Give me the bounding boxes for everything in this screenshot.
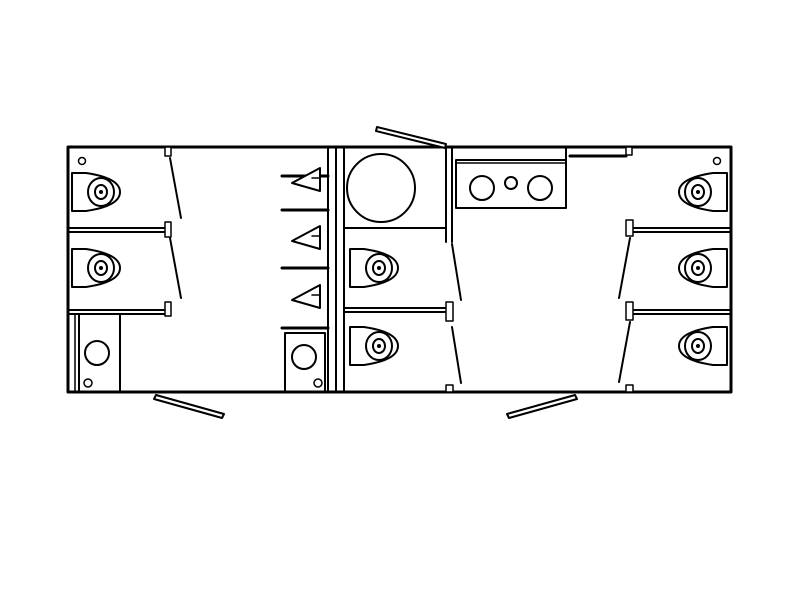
urinal-icon xyxy=(280,284,330,330)
partition-post xyxy=(164,221,172,238)
toilet-icon xyxy=(71,172,121,212)
round-tank-room xyxy=(343,146,447,243)
partition-post xyxy=(625,301,634,321)
toilet-icon xyxy=(71,248,121,288)
sink-bowl-icon xyxy=(469,175,495,201)
entry-door xyxy=(153,394,225,419)
vanity-sinks xyxy=(451,146,633,243)
center-partition xyxy=(327,146,345,393)
partition-post xyxy=(625,384,634,393)
hand-sink-icon xyxy=(74,313,121,393)
stall-door xyxy=(618,237,631,299)
partition-post xyxy=(625,219,634,237)
stall-door xyxy=(451,326,462,384)
toilet-icon xyxy=(349,326,399,366)
stall-door xyxy=(169,157,182,219)
partition-post xyxy=(164,301,172,317)
right-section xyxy=(343,126,732,419)
vent-dot xyxy=(712,156,722,166)
left-section xyxy=(67,146,330,419)
partition-post xyxy=(445,301,454,322)
sink-bowl-icon xyxy=(504,176,518,190)
toilet-icon xyxy=(678,248,728,288)
toilet-icon xyxy=(678,172,728,212)
sink-bowl-icon xyxy=(527,175,553,201)
stall-door xyxy=(451,243,462,301)
outer-walls xyxy=(66,145,733,394)
partition-post xyxy=(445,384,454,393)
entry-door xyxy=(375,126,447,149)
partition-post xyxy=(164,146,172,157)
urinal-icon xyxy=(280,167,330,192)
stall-door xyxy=(618,321,631,383)
stall-door xyxy=(169,237,182,299)
urinal-icon xyxy=(280,225,330,270)
toilet-icon xyxy=(349,248,399,288)
vent-dot xyxy=(77,156,87,166)
entry-door xyxy=(506,394,578,419)
round-tank-icon xyxy=(346,153,416,223)
toilet-icon xyxy=(678,326,728,366)
hand-sink-icon xyxy=(284,332,326,393)
